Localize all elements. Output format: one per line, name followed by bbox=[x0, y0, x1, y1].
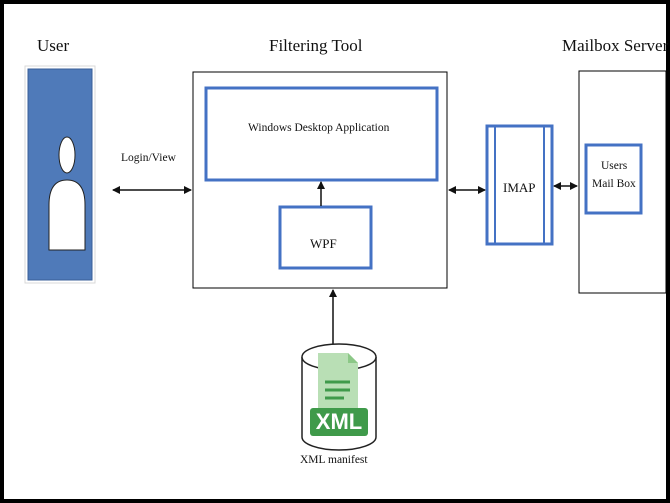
person-icon bbox=[48, 136, 86, 251]
user-label: User bbox=[37, 36, 70, 55]
xml-manifest-label: XML manifest bbox=[300, 454, 368, 466]
xml-badge-label: XML bbox=[315, 409, 363, 434]
login-view-label: Login/View bbox=[121, 152, 176, 164]
xml-badge bbox=[310, 408, 368, 436]
imap-box bbox=[485, 124, 554, 246]
xml-database-icon bbox=[301, 343, 377, 451]
windows-app-label: Windows Desktop Application bbox=[248, 122, 390, 134]
users-mailbox-box bbox=[584, 143, 643, 215]
windows-app-box bbox=[204, 86, 439, 182]
mailbox-server-label: Mailbox Server bbox=[562, 36, 669, 55]
users-mailbox-line2: Mail Box bbox=[592, 178, 636, 190]
users-mailbox-line1: Users bbox=[601, 160, 628, 172]
imap-label: IMAP bbox=[503, 180, 536, 195]
user-box bbox=[24, 65, 96, 284]
filtering-tool-label: Filtering Tool bbox=[269, 36, 363, 55]
wpf-label: WPF bbox=[310, 236, 337, 251]
wpf-box bbox=[278, 205, 373, 270]
